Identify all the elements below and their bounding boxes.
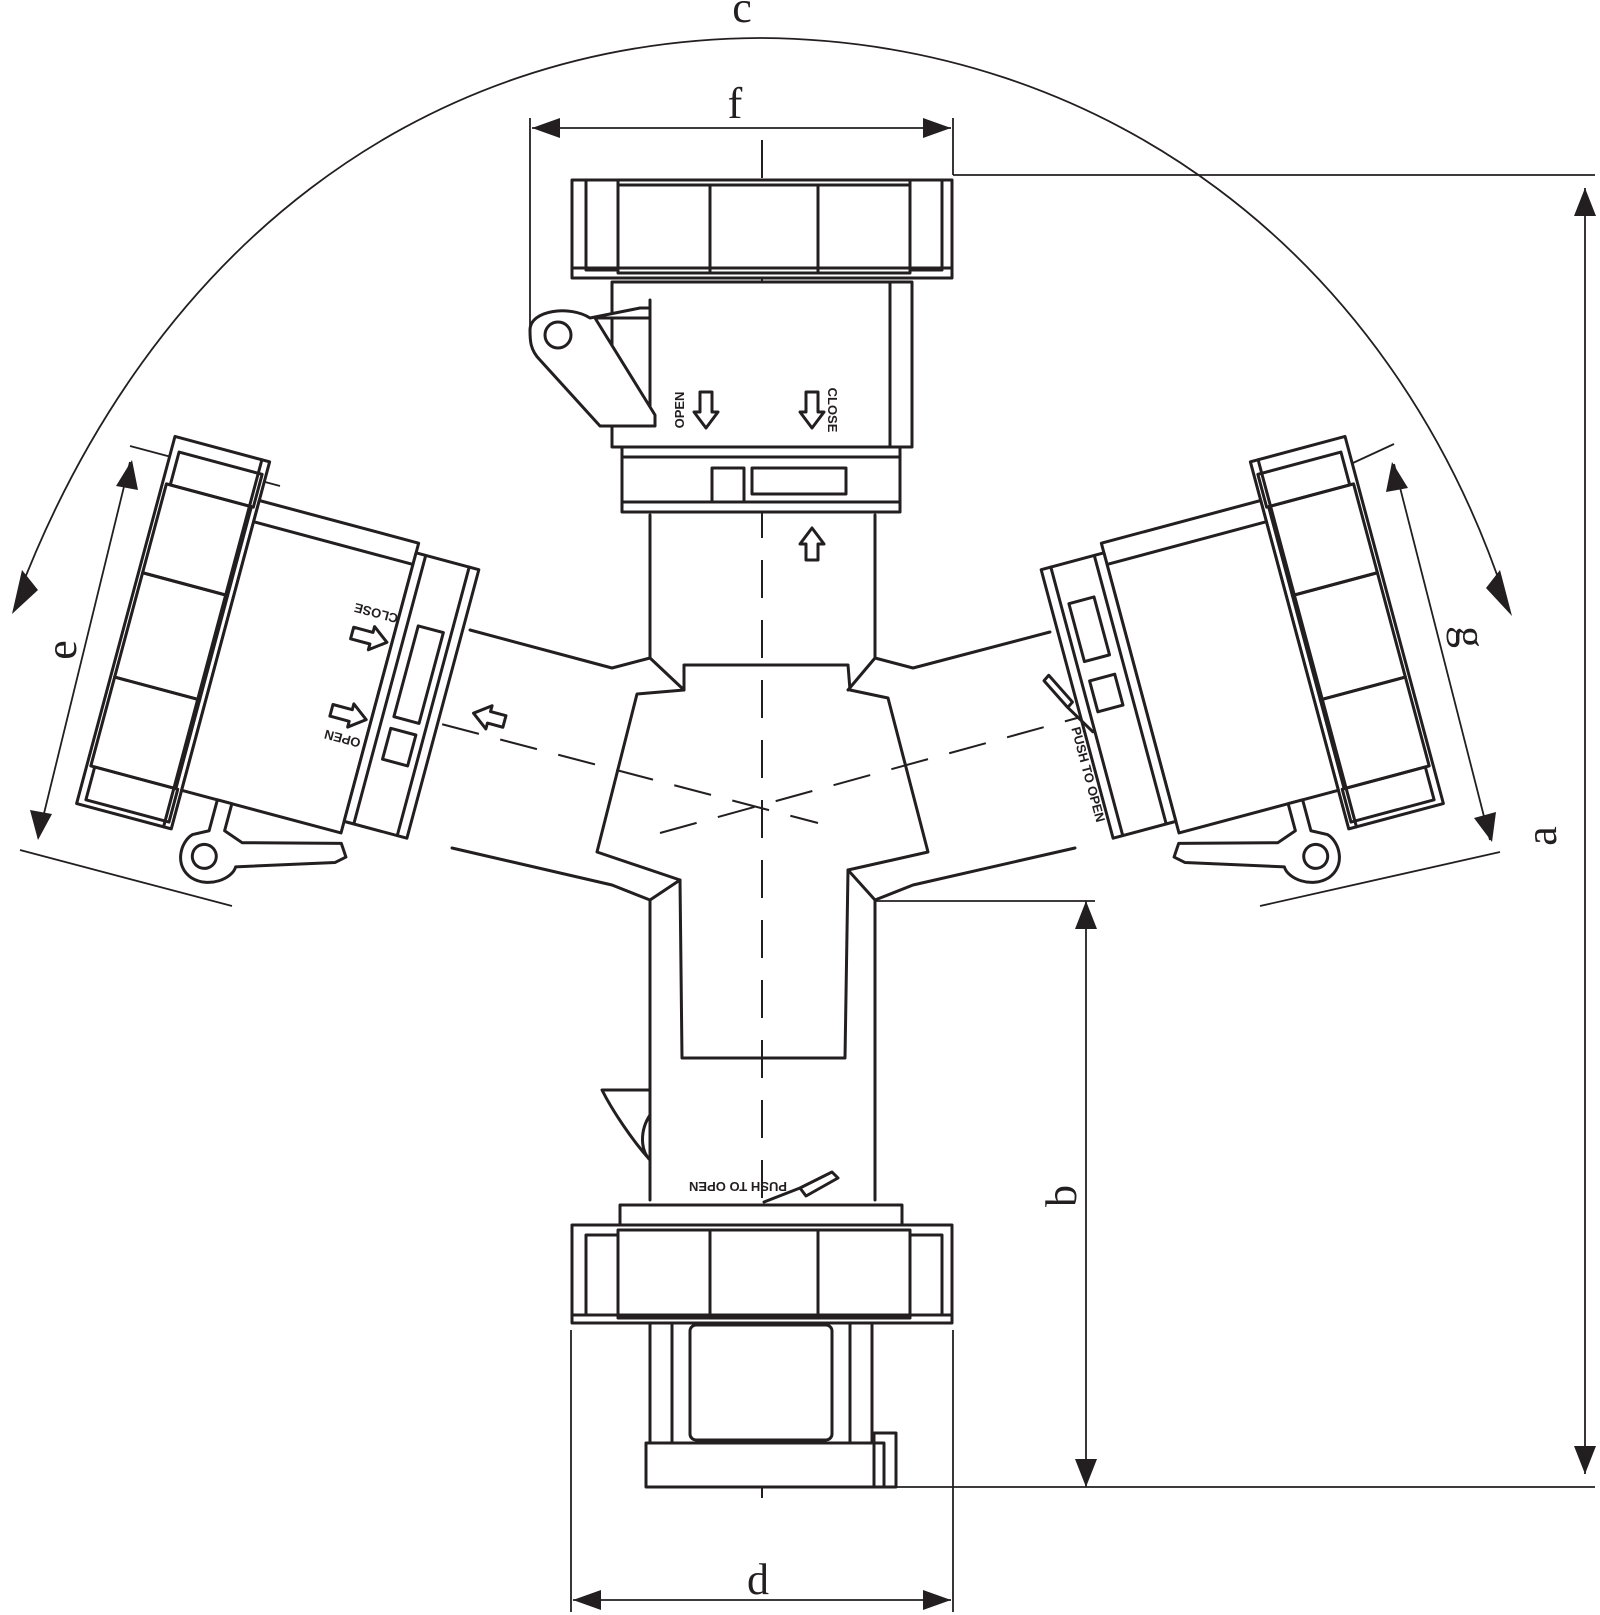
- left-coupling: CLOSE OPEN: [75, 434, 508, 884]
- label-e: e: [37, 640, 86, 660]
- right-pin-icon: [1042, 673, 1095, 734]
- flow-arrow-top: [798, 526, 826, 562]
- dimension-arc-c: [17, 37, 1506, 599]
- bottom-label-push-to-open: PUSH TO OPEN: [689, 1179, 787, 1194]
- dimension-lines: [12, 37, 1596, 1612]
- left-lever-hole: [190, 842, 218, 870]
- arrow-c-left: [12, 570, 38, 614]
- bottom-collar: [618, 1203, 904, 1227]
- label-f: f: [728, 79, 743, 128]
- top-lever-hole: [543, 320, 573, 350]
- top-coupling: OPEN CLOSE: [528, 178, 954, 562]
- top-label-open: OPEN: [672, 392, 687, 429]
- body-core: [595, 663, 930, 1060]
- left-arrow-close: [349, 625, 389, 652]
- label-c: c: [732, 0, 752, 32]
- bottom-base: [644, 1441, 886, 1489]
- top-lever: [528, 306, 657, 428]
- bottom-cap: [570, 1223, 954, 1325]
- top-arrow-close: [798, 390, 826, 430]
- body-outline: [450, 513, 1077, 1202]
- top-cap: [570, 178, 954, 280]
- label-a: a: [1517, 826, 1566, 846]
- left-arrow-open: [328, 702, 368, 729]
- right-lever: [1172, 798, 1341, 884]
- left-collar: [342, 551, 481, 840]
- flow-arrow-left: [472, 704, 508, 731]
- dimension-line-g: [1393, 463, 1491, 841]
- dimension-labels: c f a b d e g: [37, 0, 1566, 1604]
- body-lug: [600, 1088, 652, 1162]
- label-d: d: [747, 1555, 769, 1604]
- arrow-c-right: [1486, 570, 1512, 616]
- right-coupling: PUSH TO OPEN: [1039, 434, 1445, 884]
- top-housing: [610, 280, 914, 449]
- top-arrow-open: [692, 390, 720, 430]
- label-b: b: [1037, 1185, 1086, 1207]
- bottom-body: [648, 1321, 874, 1445]
- right-lever-hole: [1302, 842, 1330, 870]
- central-body: [450, 513, 1077, 1202]
- dimension-line-e: [37, 461, 131, 839]
- top-label-close: CLOSE: [825, 388, 840, 433]
- left-lever: [179, 798, 348, 884]
- bottom-coupling: PUSH TO OPEN: [570, 1170, 954, 1489]
- bottom-pin-icon: [762, 1170, 840, 1204]
- label-g: g: [1446, 626, 1495, 648]
